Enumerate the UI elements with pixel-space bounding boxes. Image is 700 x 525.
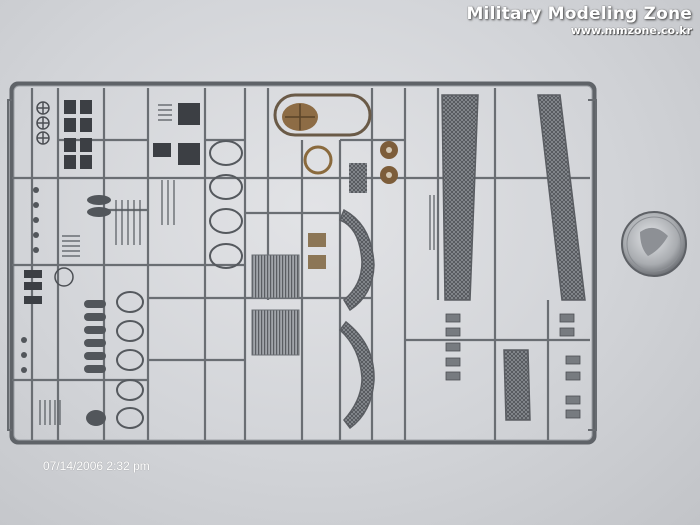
coin	[621, 211, 687, 277]
timestamp-stamp: 07/14/2006 2:32 pm	[43, 459, 150, 473]
panel-parts-top	[24, 100, 200, 304]
watermark-url: www.mmzone.co.kr	[570, 24, 692, 37]
round-parts	[36, 101, 333, 287]
watermark-title: Military Modeling Zone	[466, 4, 692, 24]
pad-parts	[21, 187, 111, 426]
bronze-parts	[273, 93, 398, 269]
hatch-rings	[116, 140, 243, 429]
comb-parts	[39, 104, 435, 425]
grille-plates	[251, 163, 367, 356]
mesh-fenders	[338, 94, 586, 430]
fret-runners	[12, 88, 590, 440]
bracket-parts	[445, 313, 581, 419]
